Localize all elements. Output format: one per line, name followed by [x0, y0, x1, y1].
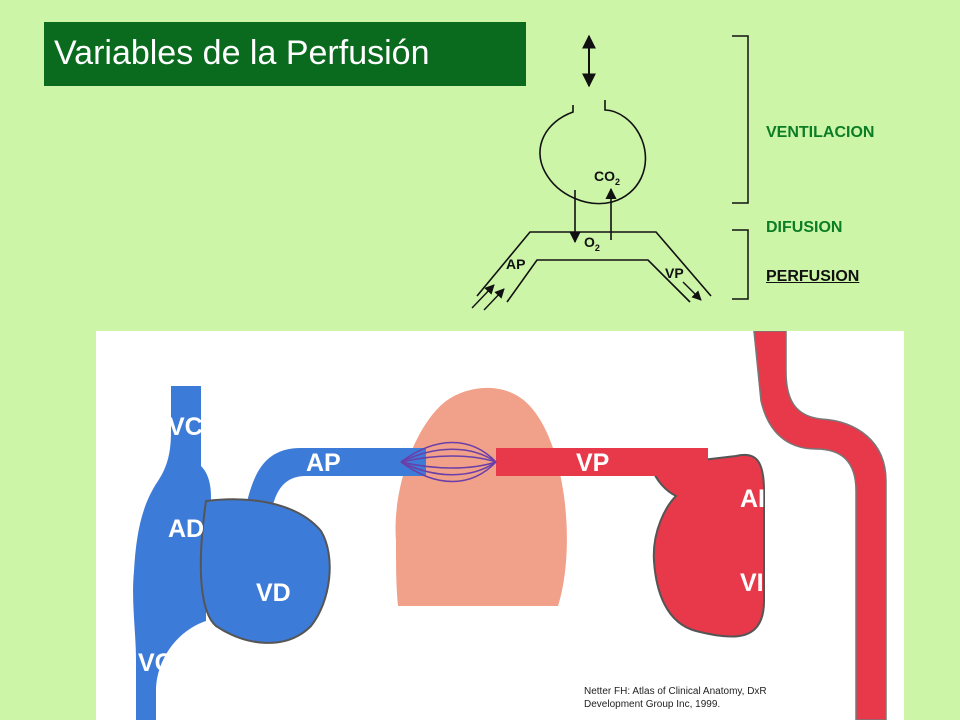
alveolus-outline [539, 100, 647, 205]
ad-label: AD [168, 515, 205, 543]
pulmonary-artery [246, 448, 426, 509]
o2-label: O2 [584, 234, 600, 253]
pulmonary-vein [496, 448, 708, 476]
aorta [753, 331, 887, 720]
alveolus-diagram [471, 34, 749, 311]
citation: Netter FH: Atlas of Clinical Anatomy, Dx… [584, 686, 767, 710]
vc-bottom-label: VC [138, 649, 173, 677]
capillary-bundle [400, 441, 497, 483]
capillary-upper [476, 231, 712, 297]
capillary-lower [506, 259, 691, 303]
vi-label: VI [740, 569, 764, 597]
co2-base: CO [594, 168, 615, 184]
ai-label: AI [740, 485, 765, 513]
vp-small-label: VP [665, 265, 684, 281]
heart-illustration-panel: VC AD VD VC AP VP Ao AI VI Netter FH: At… [96, 331, 904, 720]
bracket-difusion-perfusion [732, 229, 749, 300]
bracket-ventilacion [732, 35, 749, 204]
flow-in-arrow-1 [471, 284, 495, 309]
left-heart [649, 453, 765, 638]
lung-tissue [395, 387, 567, 606]
o2-base: O [584, 234, 595, 250]
vc-top-label: VC [168, 413, 203, 441]
slide-title: Variables de la Perfusión [54, 34, 430, 72]
vp-label: VP [576, 449, 610, 477]
ap-label: AP [306, 449, 341, 477]
heart-illustration [133, 331, 887, 720]
vd-label: VD [256, 579, 291, 607]
flow-out-arrow [682, 281, 702, 301]
ao-label: Ao [700, 405, 734, 433]
o2-sub: 2 [594, 242, 600, 253]
co2-sub: 2 [615, 176, 621, 187]
flow-in-arrow-2 [483, 288, 505, 311]
perfusion-label: PERFUSION [766, 268, 860, 285]
ap-small-label: AP [506, 256, 526, 272]
co2-label: CO2 [594, 168, 620, 187]
right-heart [199, 498, 331, 644]
vena-cava [133, 386, 211, 720]
title-box: Variables de la Perfusión [44, 22, 526, 86]
difusion-label: DIFUSION [766, 219, 843, 236]
ventilacion-label: VENTILACION [766, 124, 875, 141]
